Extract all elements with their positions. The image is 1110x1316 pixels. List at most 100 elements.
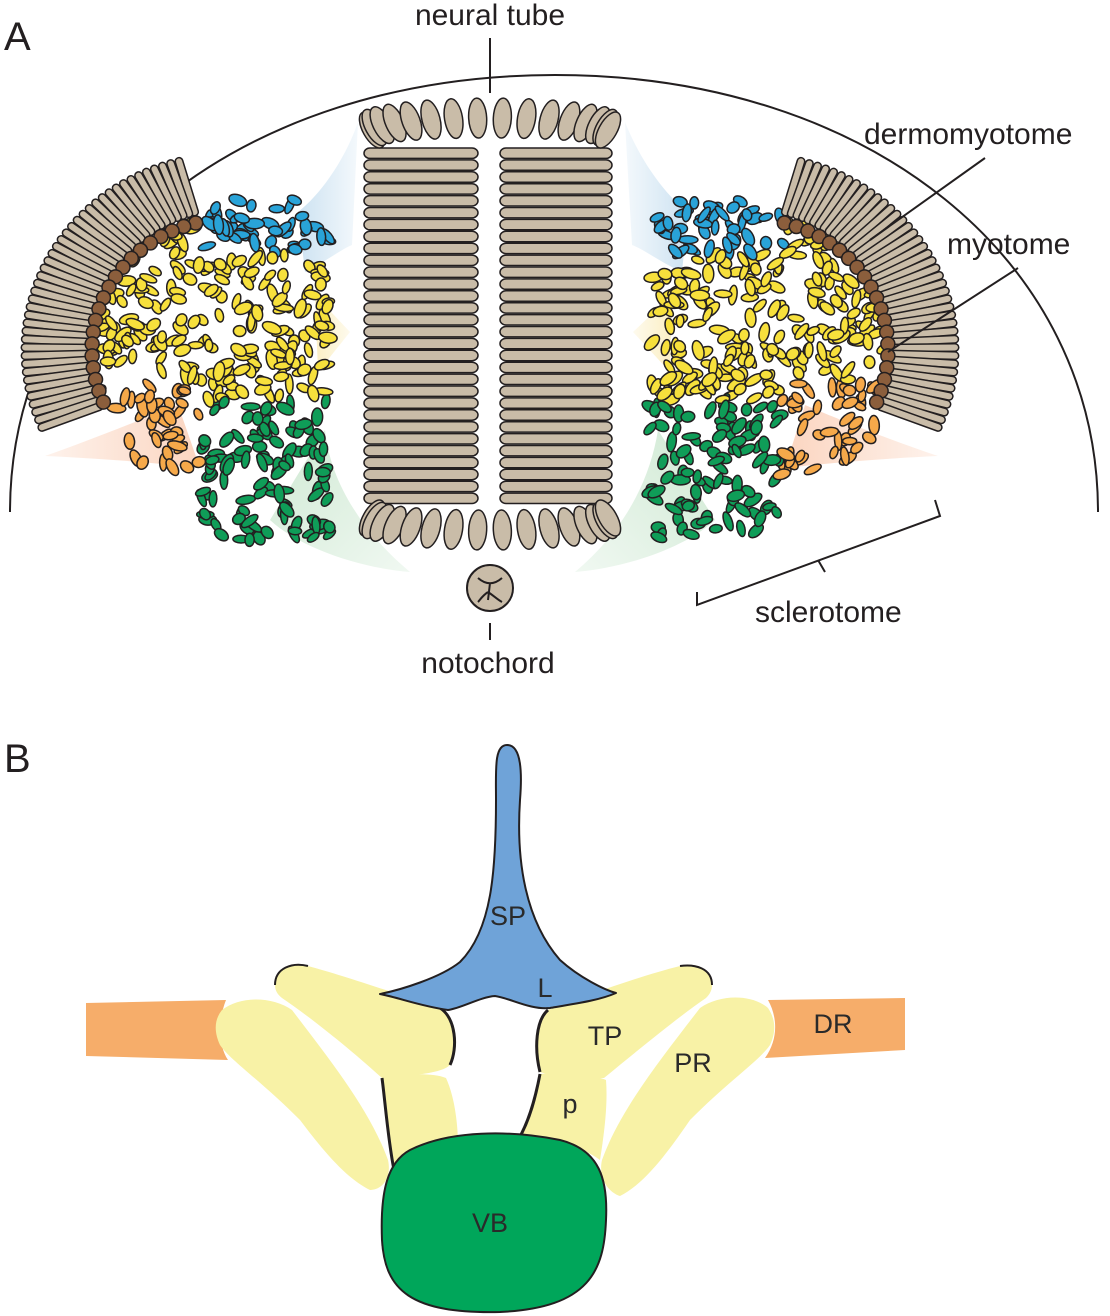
dermomyotome-cell — [880, 280, 946, 305]
dermomyotome-cell — [888, 363, 957, 376]
sclerotome-cell — [287, 526, 303, 536]
dermomyotome-cell — [22, 357, 91, 367]
sclerotome-cell — [765, 342, 780, 357]
sclerotome-cell — [179, 460, 195, 474]
sclerotome-cell — [136, 455, 150, 471]
dermomyotome-cell — [844, 205, 894, 250]
transverse-process-left — [275, 964, 455, 1078]
dermomyotome-cell — [92, 199, 140, 246]
sclerotome-cell — [868, 414, 881, 436]
sclerotome-cell — [766, 400, 779, 414]
sclerotome-cell — [673, 339, 687, 353]
sclerotome-cell — [156, 362, 167, 380]
sclerotome-cell — [125, 317, 145, 331]
myotome-cells-right — [776, 215, 896, 410]
sclerotome-cell — [850, 441, 864, 455]
sclerotome-cell — [812, 250, 825, 270]
sclerotome-cell — [253, 476, 269, 491]
dermomyotome-left — [20, 156, 200, 432]
sclerotome-cell — [214, 307, 225, 323]
sclerotome-cell — [821, 260, 834, 276]
neural-tube-cell — [499, 194, 613, 207]
neural-tube-cell — [363, 159, 479, 172]
sclerotome-cell — [187, 314, 201, 330]
neural-tube-cell — [499, 456, 613, 469]
sclerotome-cell — [761, 385, 775, 399]
dermomyotome-cell — [159, 163, 187, 219]
dermomyotome-cell — [23, 363, 92, 376]
dermomyotome-cell — [58, 236, 116, 273]
dermomyotome-cell — [884, 295, 951, 316]
dermomyotome-cell — [22, 336, 91, 346]
dermomyotome-cell — [885, 303, 953, 322]
sclerotome-cell — [240, 450, 251, 469]
sclerotome-cell — [746, 392, 763, 405]
sclerotome-cell — [750, 419, 763, 436]
sclerotome-cell — [222, 457, 236, 476]
proximal-rib-left — [215, 999, 389, 1190]
neural-tube-cell — [499, 432, 613, 445]
neural-tube-cell — [499, 337, 613, 350]
sclerotome-cell — [819, 301, 836, 316]
dermomyotome-cell — [27, 380, 95, 400]
sclerotome-cell — [701, 263, 715, 284]
neural-tube-roof-cell — [492, 97, 513, 139]
sclerotome-cell — [854, 376, 867, 393]
sclerotome-cell — [303, 461, 314, 482]
dermomyotome-cell — [53, 243, 113, 278]
sclerotome-cell — [159, 297, 172, 312]
sclerotome-cell — [170, 293, 188, 305]
sclerotome-cell — [243, 266, 260, 279]
neural-tube-cell — [363, 361, 479, 374]
sclerotome-cell — [703, 401, 717, 420]
dermomyotome-cell — [31, 287, 98, 310]
sclerotome-cell — [721, 236, 733, 254]
sclerotome-cell — [274, 388, 285, 403]
sclerotome-cell — [680, 267, 702, 280]
dermomyotome-cell — [113, 185, 154, 235]
sclerotome-cell — [662, 215, 674, 231]
sclerotome-cell — [240, 402, 261, 412]
sclerotome-cell — [741, 208, 753, 222]
sclerotome-cell — [829, 345, 842, 359]
dermomyotome-cell — [793, 163, 821, 219]
panel-a-letter: A — [4, 15, 31, 59]
sclerotome-cell — [659, 370, 678, 387]
neural-tube-cell — [499, 230, 613, 243]
sclerotome-cell — [672, 422, 682, 436]
neural-tube-roof-cell — [420, 99, 442, 140]
sclerotome-cell — [121, 334, 135, 348]
sclerotome-cell — [752, 401, 769, 414]
sclerotome-cell — [209, 201, 222, 215]
sclerotome-cell — [228, 193, 248, 208]
sclerotome-cell — [711, 429, 728, 443]
sclerotome-cell — [702, 306, 713, 323]
sclerotome-cell — [785, 347, 800, 361]
dermomyotome-cell — [815, 176, 853, 229]
dermomyotome-cell — [826, 185, 867, 235]
sclerotome-cell — [222, 374, 236, 386]
neural-tube-cell — [363, 301, 479, 314]
sclerotome-cell — [863, 355, 876, 370]
sclerotome-cell — [689, 289, 711, 302]
sclerotome-cell — [175, 397, 189, 409]
label-l: L — [537, 973, 552, 1003]
dermomyotome-cell — [29, 295, 96, 316]
neural-tube-cell — [499, 313, 613, 326]
label-neural-tube: neural tube — [415, 0, 565, 32]
dermomyotome-cell — [25, 374, 94, 392]
dermomyotome-cell — [30, 386, 97, 408]
sclerotome-cell — [643, 334, 661, 352]
neural-tube-cell — [363, 420, 479, 433]
sclerotome-cell — [177, 386, 192, 396]
sclerotome-cell — [321, 298, 334, 315]
dermomyotome-cell — [32, 392, 98, 416]
sclerotome-cell — [650, 281, 665, 292]
sclerotome-cell — [735, 519, 746, 538]
sclerotome-cell — [731, 443, 742, 459]
neural-tube-cell — [363, 385, 479, 398]
sclerotome-cell — [839, 446, 850, 467]
notochord — [466, 564, 514, 612]
sclerotome-cell — [841, 396, 859, 410]
sclerotome-cell — [675, 314, 685, 329]
